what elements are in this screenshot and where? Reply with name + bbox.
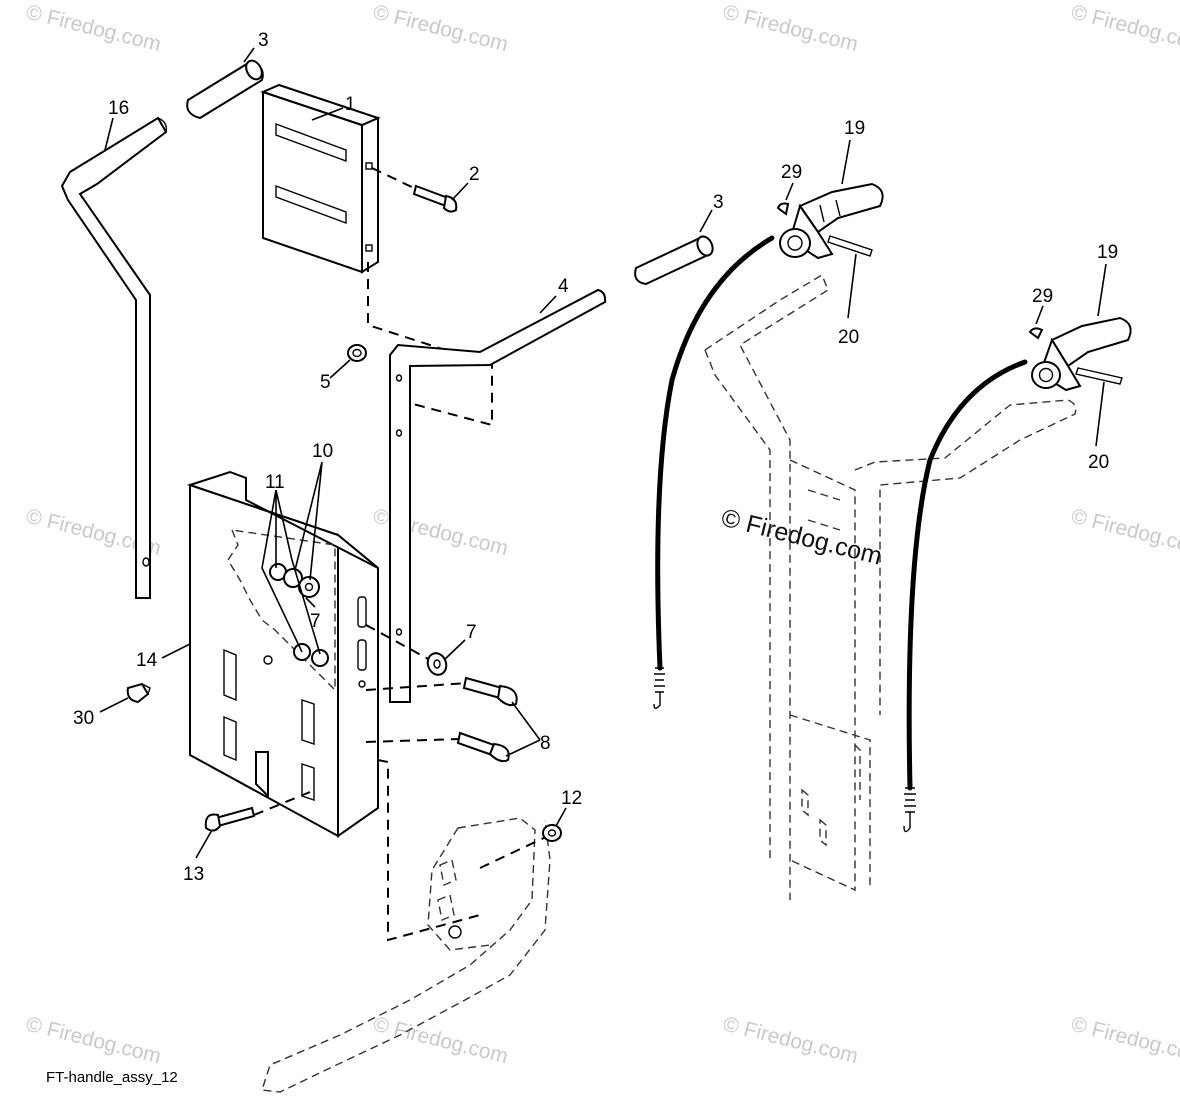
part-3-grip-right [634, 235, 714, 286]
cable-2 [903, 359, 1028, 833]
callout-5: 5 [320, 372, 331, 393]
callout-12: 12 [561, 788, 582, 809]
leader-lines [99, 47, 1107, 859]
watermark-center: © Firedog.com [719, 504, 885, 571]
watermark: © Firedog.com [1069, 505, 1180, 561]
part-7-washer [365, 624, 448, 676]
part-5-nut [347, 344, 367, 362]
watermark: © Firedog.com [24, 1013, 163, 1069]
callout-13: 13 [183, 864, 204, 885]
part-10-11-hardware [269, 563, 329, 667]
callout-4: 4 [558, 276, 569, 297]
callout-19: 19 [844, 118, 865, 139]
callout-30: 30 [73, 708, 94, 729]
diagram-caption: FT-handle_assy_12 [46, 1069, 178, 1086]
cable-1 [653, 235, 775, 709]
part-4-handle-bar [389, 288, 607, 703]
watermark: © Firedog.com [371, 1, 510, 57]
part-29-clip-lower [1028, 327, 1044, 340]
part-19-lever-lower [1031, 316, 1132, 392]
ghost-handle-assembly [704, 273, 1077, 900]
callout-10: 10 [312, 441, 333, 462]
callout-3: 3 [258, 30, 269, 51]
watermark: © Firedog.com [721, 1, 860, 57]
callout-2: 2 [469, 164, 480, 185]
watermark: © Firedog.com [1069, 1, 1180, 57]
callout-7: 7 [310, 611, 321, 632]
part-13-bolt [204, 791, 311, 832]
callout-29: 29 [1032, 286, 1053, 307]
callout-1: 1 [345, 94, 356, 115]
part-1-upper-bracket [260, 83, 381, 274]
callout-7: 7 [466, 622, 477, 643]
callout-19: 19 [1097, 242, 1118, 263]
callouts: 3 1 2 16 4 5 10 11 7 7 8 12 13 14 30 3 1… [73, 30, 1118, 885]
callout-14: 14 [136, 650, 158, 671]
alignment-line [367, 262, 493, 427]
part-3-grip-left [186, 59, 264, 120]
watermark: © Firedog.com [371, 1013, 510, 1069]
callout-29: 29 [781, 162, 802, 183]
part-29-clip-upper [776, 202, 790, 216]
callout-16: 16 [108, 98, 129, 119]
part-2-bolt [371, 167, 458, 213]
callout-20: 20 [1088, 452, 1109, 473]
callout-8: 8 [540, 733, 551, 754]
watermark: © Firedog.com [721, 1013, 860, 1069]
alignment-line [377, 759, 481, 942]
part-19-lever-upper [779, 182, 884, 260]
callout-11: 11 [265, 472, 285, 493]
watermark: © Firedog.com [24, 1, 163, 57]
ghost-frame [261, 817, 551, 1093]
part-30-clip [126, 682, 151, 704]
watermark: © Firedog.com [1069, 1013, 1180, 1069]
callout-3: 3 [713, 192, 724, 213]
callout-20: 20 [838, 327, 859, 348]
part-12-nut [479, 824, 562, 869]
part-8-bolts [365, 676, 518, 763]
part-16-handle-rod [60, 116, 168, 599]
